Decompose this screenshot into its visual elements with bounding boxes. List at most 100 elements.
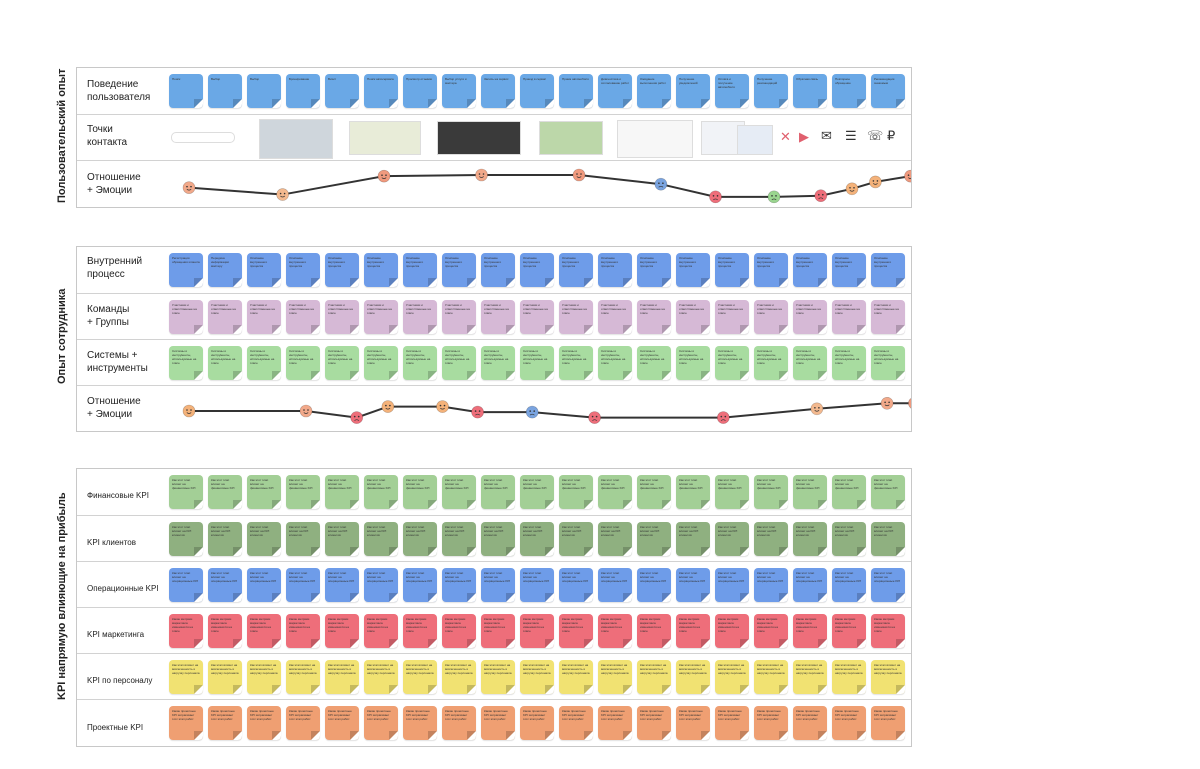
sticky-note-text: Просмотр отзывов [406,77,432,81]
note-fold [389,99,398,108]
note-fold [272,500,281,509]
row-label-kpi-clients: KPI клиентов [87,538,136,547]
sticky-note-text: Как этап влияет на вовлеченность и нагру… [445,663,473,675]
emoji-smile-icon [436,400,449,413]
sticky-note-text: Участники и ответственные на этапе [601,303,626,315]
note-fold [194,99,203,108]
row-touchpoints: Точки контакта ✕ ▶ ✉ ☰ ☏ ₽ [77,114,911,161]
sticky-note: Участники и ответственные на этапе [715,300,749,334]
note-fold [584,593,593,602]
note-fold [857,278,866,287]
sticky-note: Участники и ответственные на этапе [325,300,359,334]
row-label-kpi-ops: Операционные KPI [87,584,159,593]
employee-emotion-curve [182,396,911,424]
note-fold [389,547,398,556]
sticky-note: Описание внутреннего процесса [676,253,710,287]
note-fold [233,547,242,556]
sticky-note: Какие проектные KPI затрагивает этот эта… [598,706,632,740]
sticky-note: Участники и ответственные на этапе [637,300,671,334]
note-fold [506,500,515,509]
emoji-neutral-icon [810,402,824,416]
sticky-note-text: Как этот этап влияет на KPI клиентов [874,525,894,537]
service-site-thumbnail [617,120,693,158]
note-fold [896,99,905,108]
sticky-note-text: Описание внутреннего процесса [289,256,307,268]
sticky-note-text: Какие проектные KPI затрагивает этот эта… [289,709,313,721]
note-fold [740,371,749,380]
sticky-note: Какие метрики маркетинга изменяются на э… [793,614,827,648]
sticky-note-text: Какие метрики маркетинга изменяются на э… [211,617,232,633]
note-fold [272,639,281,648]
note-fold [272,547,281,556]
sticky-note: Какие проектные KPI затрагивает этот эта… [559,706,593,740]
note-fold [584,547,593,556]
sticky-note-text: Как этот этап влияет на финансовые KPI [796,478,820,490]
sticky-note-text: Какие проектные KPI затрагивает этот эта… [796,709,820,721]
note-fold [389,500,398,509]
sticky-note-text: Участники и ответственные на этапе [328,303,353,315]
sticky-note-text: Как этот этап влияет на финансовые KPI [679,478,703,490]
sticky-note-text: Как этап влияет на вовлеченность и нагру… [796,663,824,675]
mail-icon: ✉ [821,128,832,143]
sticky-note: Участники и ответственные на этапе [598,300,632,334]
sticky-note: Описание внутреннего процесса [364,253,398,287]
sticky-note: Как этот этап влияет на операционные KPI [286,568,320,602]
row-label-user-emotions: Отношение + Эмоции [87,172,141,196]
sticky-note: Как этап влияет на вовлеченность и нагру… [169,660,203,694]
emoji-anxious-icon [654,177,668,191]
sticky-note: Как этот этап влияет на финансовые KPI [208,475,242,509]
sticky-note-text: Какие метрики маркетинга изменяются на э… [172,617,193,633]
note-fold [740,500,749,509]
row-kpi-ops: Операционные KPI Как этот этап влияет на… [77,561,911,608]
sticky-note-text: Как этот этап влияет на финансовые KPI [367,478,391,490]
row-label-kpi-finance: Финансовые KPI [87,491,149,500]
sticky-note-text: Как этот этап влияет на операционные KPI [640,571,667,583]
sticky-note: Системы и инструменты, используемые на э… [286,346,320,380]
sticky-note: Приезд в сервис [520,74,554,108]
sticky-note: Описание внутреннего процесса [442,253,476,287]
sticky-note-text: Как этот этап влияет на финансовые KPI [289,478,313,490]
sticky-note-text: Регистрация обращения клиента [172,256,200,264]
sticky-note-text: Описание внутреннего процесса [406,256,424,268]
sticky-note-text: Участники и ответственные на этапе [718,303,743,315]
sticky-note: Как этот этап влияет на KPI клиентов [286,522,320,556]
sticky-note: Как этот этап влияет на финансовые KPI [832,475,866,509]
row-label-behavior: Поведение пользователя [87,79,151,103]
note-fold [779,639,788,648]
sticky-note-text: Участники и ответственные на этапе [679,303,704,315]
sticky-note-text: Как этот этап влияет на операционные KPI [562,571,589,583]
sticky-note: Какие проектные KPI затрагивает этот эта… [637,706,671,740]
note-fold [350,685,359,694]
sticky-note-text: Приезд в сервис [523,77,547,81]
sticky-note: Системы и инструменты, используемые на э… [832,346,866,380]
sticky-note: Как этот этап влияет на KPI клиентов [442,522,476,556]
note-fold [662,547,671,556]
note-fold [818,593,827,602]
note-fold [857,99,866,108]
sticky-note: Системы и инструменты, используемые на э… [793,346,827,380]
note-fold [233,731,242,740]
sticky-note: Участники и ответственные на этапе [208,300,242,334]
note-fold [662,685,671,694]
note-fold [740,547,749,556]
sticky-note-text: Как этот этап влияет на KPI клиентов [172,525,192,537]
sticky-note: Как этот этап влияет на KPI клиентов [520,522,554,556]
sticky-note-text: Системы и инструменты, используемые на э… [601,349,626,365]
video-icon: ▶ [799,129,809,144]
sticky-note-text: Какие метрики маркетинга изменяются на э… [562,617,583,633]
sticky-note-text: Рекомендация знакомым [874,77,895,85]
note-fold [194,639,203,648]
sticky-note-text: Как этап влияет на вовлеченность и нагру… [757,663,785,675]
sticky-note: Какие метрики маркетинга изменяются на э… [676,614,710,648]
note-fold [779,325,788,334]
note-fold [389,325,398,334]
sticky-note: Описание внутреннего процесса [793,253,827,287]
sticky-note-text: Описание внутреннего процесса [601,256,619,268]
sticky-note-text: Получение уведомлений [679,77,698,85]
sticky-note: Какие метрики маркетинга изменяются на э… [364,614,398,648]
row-label-internal: Внутренний процесс [87,256,143,280]
note-fold [779,371,788,380]
sticky-note: Системы и инструменты, используемые на э… [481,346,515,380]
sticky-note-text: Как этот этап влияет на финансовые KPI [757,478,781,490]
sticky-note-text: Как этот этап влияет на финансовые KPI [172,478,196,490]
